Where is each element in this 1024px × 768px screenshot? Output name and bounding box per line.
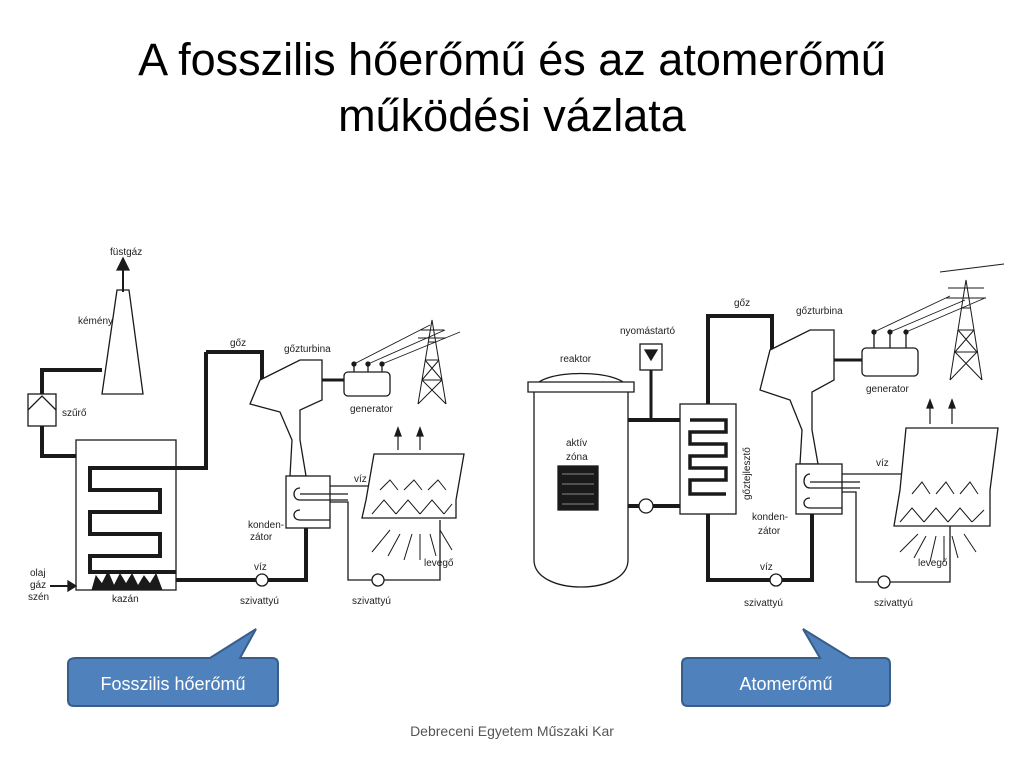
n-label-pump-2: szivattyú (874, 598, 913, 609)
fossil-callout-shape (67, 628, 279, 707)
label-gas: gáz (30, 580, 46, 591)
title-line-1: A fosszilis hőerőmű és az atomerőmű (138, 34, 886, 85)
label-coal: szén (28, 592, 49, 603)
fossil-turbine (249, 359, 323, 477)
title-line-2: működési vázlata (338, 90, 686, 141)
nuclear-callout-label: Atomerőmű (739, 674, 832, 694)
slide-title: A fosszilis hőerőmű és az atomerőmű műkö… (0, 32, 1024, 144)
label-generator: generator (350, 404, 393, 415)
n-label-turbine: gőzturbina (796, 306, 843, 317)
nuclear-turbine (759, 329, 835, 465)
fossil-plant-diagram (27, 256, 465, 593)
n-label-water-top: víz (876, 458, 889, 469)
fossil-cooling-tower (361, 453, 465, 519)
n-label-reactor: reaktor (560, 354, 592, 365)
label-condenser-1: konden- (248, 520, 284, 531)
slide-footer: Debreceni Egyetem Műszaki Kar (410, 723, 614, 739)
fossil-labels: füstgáz kémény szűrő gőz gőzturbina gene… (28, 247, 454, 607)
label-pump-1: szivattyú (240, 596, 279, 607)
filter-box (27, 393, 57, 427)
n-label-generator: generator (866, 384, 909, 395)
n-label-pump-1: szivattyú (744, 598, 783, 609)
n-label-water-bottom: víz (760, 562, 773, 573)
label-boiler: kazán (112, 594, 139, 605)
secondary-pump-1 (769, 573, 783, 587)
nuclear-callout-shape (681, 628, 891, 707)
nuclear-condenser (795, 463, 843, 515)
label-turbine: gőzturbina (284, 344, 331, 355)
fossil-callout: Fosszilis hőerőmű (67, 628, 279, 707)
label-condenser-2: zátor (250, 532, 273, 543)
label-air: levegő (424, 558, 454, 569)
fossil-pump-2 (371, 573, 385, 587)
n-label-zone: zóna (566, 452, 588, 463)
nuclear-pylon (946, 279, 986, 381)
chimney (101, 289, 144, 395)
label-flue-gas: füstgáz (110, 247, 142, 258)
n-label-active: aktív (566, 438, 587, 449)
secondary-pump-2 (877, 575, 891, 589)
n-label-air: levegő (918, 558, 948, 569)
nuclear-callout: Atomerőmű (681, 628, 891, 707)
nuclear-generator (861, 347, 919, 377)
label-oil: olaj (30, 568, 46, 579)
fossil-callout-label: Fosszilis hőerőmű (100, 674, 245, 694)
label-steam: gőz (230, 338, 246, 349)
label-chimney: kémény (78, 316, 113, 327)
fossil-pump-1 (255, 573, 269, 587)
label-pump-2: szivattyú (352, 596, 391, 607)
nuclear-labels: gőz gőzturbina nyomástartó reaktor aktív… (560, 298, 948, 609)
nuclear-plant-diagram (527, 263, 1005, 589)
label-water-top: víz (354, 474, 367, 485)
label-filter: szűrő (62, 408, 87, 419)
primary-pump (638, 498, 654, 514)
flame (91, 570, 163, 591)
n-label-steam: gőz (734, 298, 750, 309)
n-label-condenser-1: konden- (752, 512, 788, 523)
label-water-bottom: víz (254, 562, 267, 573)
fossil-generator (343, 371, 391, 397)
nuclear-cooling-tower (893, 427, 999, 527)
fossil-pylon (417, 319, 447, 405)
n-label-steam-generator: gőztejlesztő (742, 447, 753, 500)
reactor-core (557, 465, 599, 511)
n-label-pressurizer: nyomástartó (620, 326, 675, 337)
n-label-condenser-2: zátor (758, 526, 781, 537)
